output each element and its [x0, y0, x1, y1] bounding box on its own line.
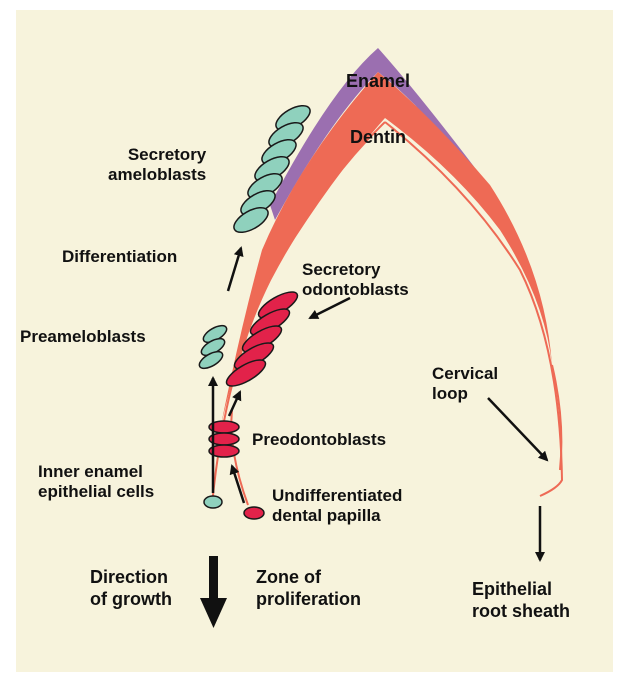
zone-of-proliferation-label: Zone of proliferation — [256, 566, 361, 610]
secretory-ameloblasts-line-1: Secretory — [108, 145, 206, 165]
cervical-loop-arrow — [488, 398, 547, 460]
root-sheath-line-1: Epithelial — [472, 578, 570, 600]
inner-enamel-label: Inner enamel epithelial cells — [38, 462, 154, 502]
undifferentiated-line-2: dental papilla — [272, 506, 402, 526]
preodontoblasts-label: Preodontoblasts — [252, 430, 386, 450]
cervical-loop-line-1: Cervical — [432, 364, 498, 384]
dental-papilla-cell — [244, 507, 264, 519]
preodontoblast-to-odontoblast-arrow — [229, 392, 240, 416]
root-sheath-line-2: root sheath — [472, 600, 570, 622]
direction-of-growth-label: Direction of growth — [90, 566, 172, 610]
dentin-label: Dentin — [350, 126, 406, 148]
enamel-label: Enamel — [346, 70, 410, 92]
secretory-odontoblasts-cells — [223, 287, 301, 391]
preameloblasts-cells — [197, 322, 230, 371]
secretory-ameloblasts-label: Secretory ameloblasts — [108, 145, 206, 185]
differentiation-arrow — [228, 248, 241, 291]
zone-line-2: proliferation — [256, 588, 361, 610]
direction-line-1: Direction — [90, 566, 172, 588]
secretory-ameloblasts-line-2: ameloblasts — [108, 165, 206, 185]
cervical-loop-line-2: loop — [432, 384, 498, 404]
inner-enamel-line-2: epithelial cells — [38, 482, 154, 502]
preameloblasts-label: Preameloblasts — [20, 327, 146, 347]
direction-of-growth-arrow — [200, 556, 227, 628]
secretory-odontoblasts-line-1: Secretory — [302, 260, 409, 280]
secretory-odontoblasts-line-2: odontoblasts — [302, 280, 409, 300]
zone-line-1: Zone of — [256, 566, 361, 588]
differentiation-label: Differentiation — [62, 247, 177, 267]
undifferentiated-label: Undifferentiated dental papilla — [272, 486, 402, 526]
cervical-loop-label: Cervical loop — [432, 364, 498, 404]
inner-enamel-line-1: Inner enamel — [38, 462, 154, 482]
epithelial-root-sheath-label: Epithelial root sheath — [472, 578, 570, 622]
secretory-odontoblasts-label: Secretory odontoblasts — [302, 260, 409, 300]
direction-line-2: of growth — [90, 588, 172, 610]
odontoblasts-label-arrow — [310, 298, 350, 318]
inner-enamel-epithelial-cell — [204, 496, 222, 508]
undifferentiated-line-1: Undifferentiated — [272, 486, 402, 506]
